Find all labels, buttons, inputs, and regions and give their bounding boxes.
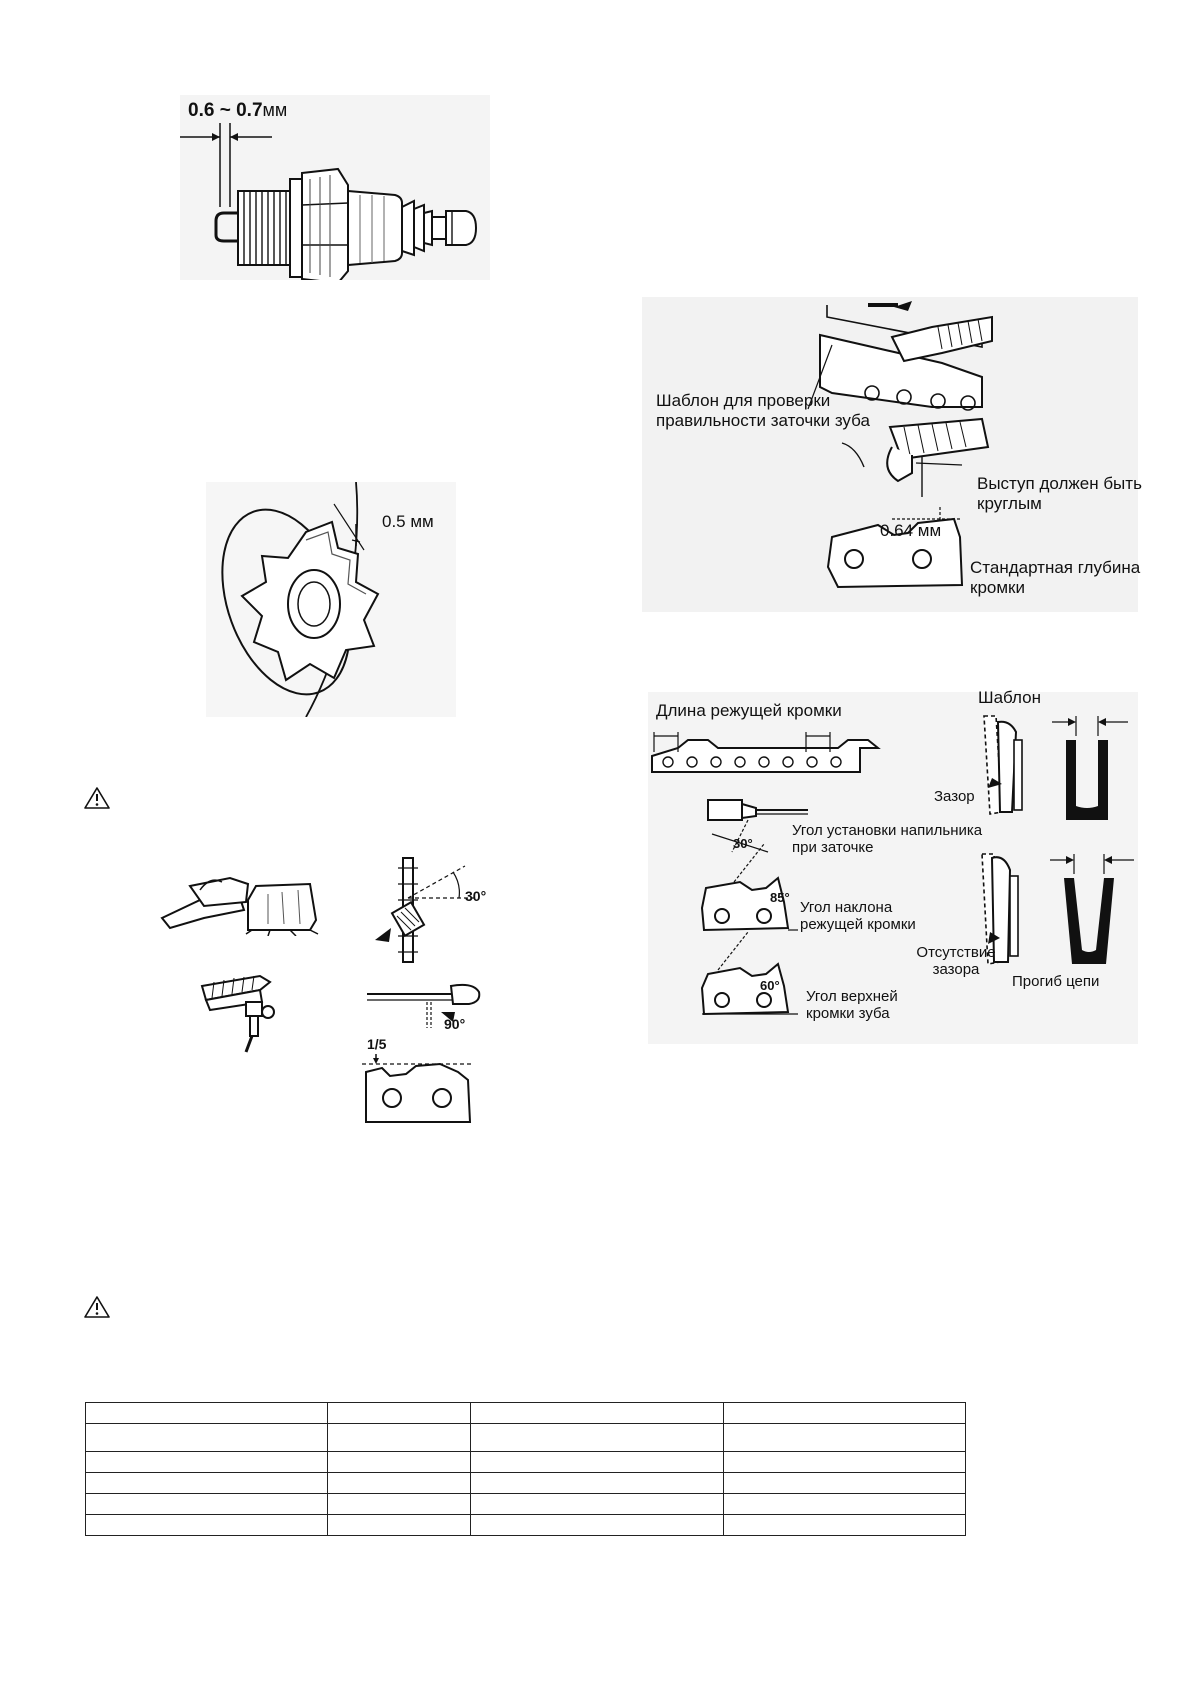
warning-icon (84, 787, 110, 809)
top-angle-value: 60° (760, 978, 780, 993)
table-cell (85, 1423, 328, 1452)
standard-depth-label: Стандартная глубина кромки (970, 558, 1141, 597)
table-cell (723, 1423, 966, 1452)
table-cell (327, 1514, 471, 1536)
table-cell (85, 1451, 328, 1473)
gap-tilde: ~ (219, 100, 231, 121)
depth-gauge-fifth-figure (362, 1054, 472, 1123)
table-cell (470, 1472, 724, 1494)
top-angle-label: Угол верхней кромки зуба (806, 988, 898, 1023)
spark-plug-figure (180, 95, 490, 280)
table-row (85, 1472, 966, 1494)
depth-value-label: 0.64 мм (880, 521, 942, 540)
file-angle-value: 30° (733, 836, 753, 851)
file-perpendicular-figure (367, 983, 481, 1028)
table-cell (470, 1402, 724, 1424)
table-cell (85, 1514, 328, 1536)
sprocket-wear-label: 0.5 мм (382, 512, 434, 531)
no-gap-label: Отсутствие зазора (916, 944, 996, 979)
warning-icon (84, 1296, 110, 1318)
table-row (85, 1493, 966, 1515)
angle-90-label: 90° (444, 1016, 466, 1032)
table-row (85, 1451, 966, 1473)
table-row (85, 1514, 966, 1536)
file-holder-angle-figure (375, 857, 475, 963)
sprocket-figure (206, 482, 456, 717)
table-cell (470, 1493, 724, 1515)
cutting-length-label: Длина режущей кромки (656, 701, 842, 720)
table-cell (327, 1493, 471, 1515)
gap-label: Зазор (934, 788, 975, 805)
table-cell (470, 1423, 724, 1452)
table-row (85, 1402, 966, 1424)
spec-table (85, 1402, 966, 1536)
template-short-label: Шаблон (978, 688, 1041, 707)
fraction-label: 1/5 (367, 1036, 387, 1052)
template-label: Шаблон для проверки правильности заточки… (656, 391, 870, 430)
spark-plug-gap-label: 0.6 ~ 0.7мм (188, 100, 287, 122)
tilt-angle-value: 85° (770, 890, 790, 905)
chain-bend-label: Прогиб цепи (1012, 973, 1100, 990)
round-protrusion-label: Выступ должен быть круглым (977, 474, 1142, 513)
table-row (85, 1423, 966, 1452)
table-cell (723, 1402, 966, 1424)
table-cell (470, 1514, 724, 1536)
table-cell (85, 1493, 328, 1515)
angle-30-label: 30° (465, 888, 487, 904)
gap-max: 0.7 (236, 100, 263, 121)
file-angle-label: Угол установки напильника при заточке (792, 822, 983, 857)
template-check-figure (642, 297, 1138, 612)
table-cell (723, 1493, 966, 1515)
table-cell (723, 1514, 966, 1536)
chain-geometry-figure (648, 692, 1138, 1044)
gap-min: 0.6 (188, 100, 215, 121)
table-cell (327, 1451, 471, 1473)
table-cell (327, 1472, 471, 1494)
table-cell (327, 1402, 471, 1424)
table-cell (85, 1472, 328, 1494)
table-cell (723, 1451, 966, 1473)
table-cell (470, 1451, 724, 1473)
chainsaw-on-stump-figure (160, 876, 319, 936)
tilt-angle-label: Угол наклона режущей кромки (800, 899, 916, 934)
table-cell (327, 1423, 471, 1452)
table-cell (85, 1402, 328, 1424)
table-cell (723, 1472, 966, 1494)
bar-in-vise-figure (200, 974, 275, 1053)
gap-unit: мм (262, 100, 288, 120)
